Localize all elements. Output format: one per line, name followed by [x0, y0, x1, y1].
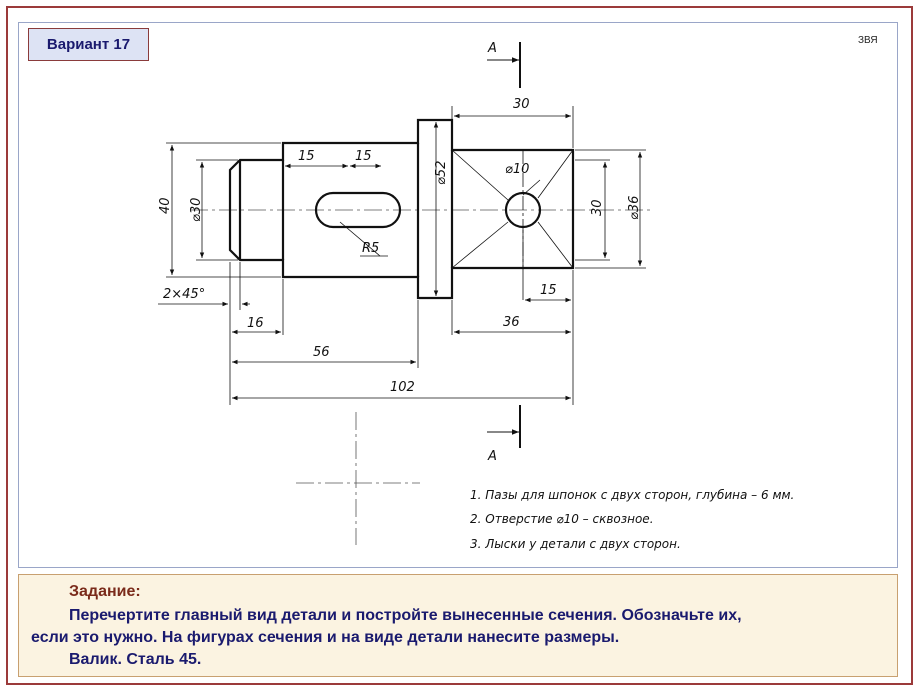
dim-16: 16 — [247, 316, 264, 331]
drawing-area — [18, 22, 898, 568]
dim-15-b: 15 — [355, 149, 372, 164]
note-2: 2. Отверстие ⌀10 – сквозное. — [470, 512, 654, 526]
dim-d36-right: ⌀36 — [627, 196, 642, 220]
part-outline — [228, 118, 575, 300]
dim-r5: R5 — [362, 241, 379, 256]
task-title: Задание: — [69, 583, 141, 600]
dim-56: 56 — [313, 345, 330, 360]
task-line-1: Перечертите главный вид детали и построй… — [69, 607, 742, 624]
task-line-2: если это нужно. На фигурах сечения и на … — [31, 629, 620, 646]
note-3: 3. Лыски у детали с двух сторон. — [470, 537, 681, 551]
dim-d30-left: ⌀30 — [189, 198, 204, 222]
task-line-3: Валик. Сталь 45. — [69, 651, 202, 668]
dim-15-a: 15 — [298, 149, 315, 164]
section-label-top: А — [487, 41, 497, 56]
outer-frame — [6, 6, 913, 685]
section-cross — [296, 412, 420, 545]
dim-d52: ⌀52 — [434, 161, 449, 185]
dimension-lines — [158, 113, 643, 401]
section-label-bottom: А — [487, 449, 497, 464]
corner-mark: ЗВЯ — [858, 35, 878, 46]
note-1: 1. Пазы для шпонок с двух сторон, глубин… — [470, 488, 795, 502]
dim-40: 40 — [158, 197, 173, 214]
dim-102: 102 — [390, 380, 415, 395]
extension-lines — [166, 106, 646, 405]
dim-36-bottom: 36 — [503, 315, 520, 330]
variant-label: Вариант 17 — [28, 28, 149, 61]
dim-15-bottom: 15 — [540, 283, 557, 298]
dim-chamfer: 2×45° — [163, 287, 205, 302]
dim-30-right: 30 — [590, 199, 605, 216]
dim-d10: ⌀10 — [505, 162, 529, 177]
task-panel: Задание: Перечертите главный вид детали … — [18, 574, 898, 677]
section-arrows — [487, 57, 519, 435]
dim-30-top: 30 — [513, 97, 530, 112]
